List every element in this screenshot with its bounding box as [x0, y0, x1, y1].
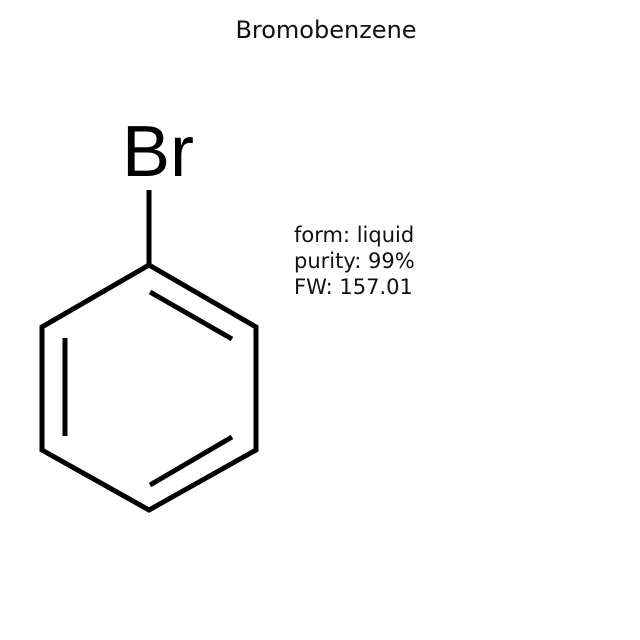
double-bond-inner-1 — [148, 289, 234, 342]
compound-title: Bromobenzene — [235, 16, 417, 44]
double-bond-inner-3 — [148, 434, 234, 488]
bromine-atom-label: Br — [122, 112, 194, 192]
properties-list: form: liquid purity: 99% FW: 157.01 — [294, 222, 415, 300]
benzene-ring — [39, 262, 259, 513]
property-purity: purity: 99% — [294, 249, 415, 273]
property-fw: FW: 157.01 — [294, 275, 413, 299]
property-form: form: liquid — [294, 223, 415, 247]
